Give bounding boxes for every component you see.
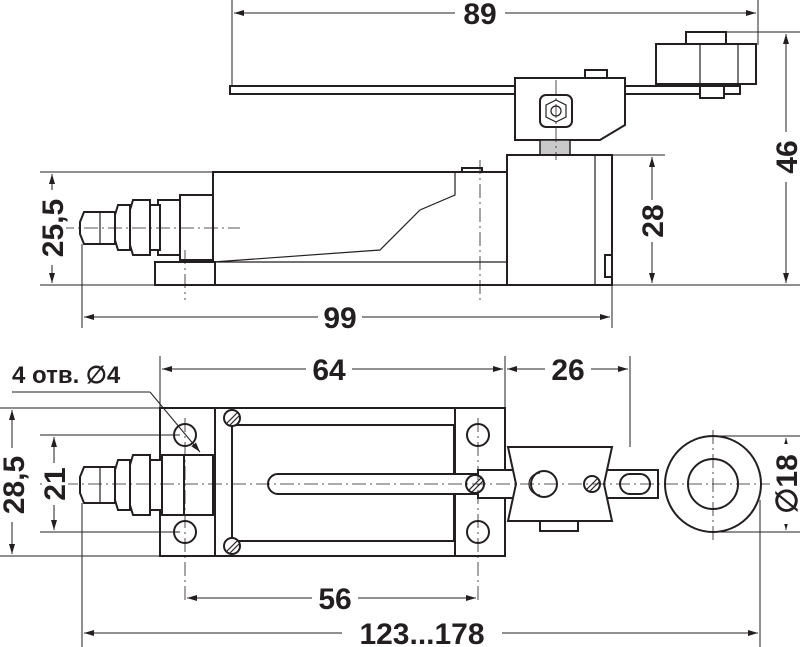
dim-head-offset: 26 [551, 354, 584, 387]
switch-body [212, 171, 508, 286]
dim-hole-distance: 56 [318, 583, 351, 616]
dim-head-height: 28 [637, 204, 670, 237]
lever-arm [229, 85, 741, 95]
dim-base-width: 28,5 [0, 456, 31, 514]
dim-lever-length: 89 [463, 0, 496, 31]
dim-hole-spacing: 21 [39, 467, 72, 500]
cover-screw [223, 537, 241, 555]
dim-holes-note: 4 отв. ∅4 [12, 362, 121, 389]
dim-overall-length: 123...178 [359, 618, 484, 647]
plan-view-dimensions: 64 26 4 отв. ∅4 28,5 21 ∅18 56 [0, 354, 800, 647]
plan-view [40, 407, 770, 600]
cover-screw [223, 409, 241, 427]
dim-mount-spacing: 64 [312, 354, 346, 387]
dim-roller-diameter: ∅18 [771, 454, 800, 514]
dim-body-length: 99 [323, 302, 356, 335]
head-block [506, 154, 613, 286]
side-view-dimensions: 89 46 25,5 28 99 [37, 0, 800, 335]
side-view [60, 31, 757, 300]
cable-gland-plan [79, 454, 214, 516]
dim-total-height: 46 [771, 140, 800, 173]
dim-base-height: 25,5 [37, 199, 70, 257]
cable-gland-side [79, 194, 214, 261]
roller-side [655, 43, 757, 85]
